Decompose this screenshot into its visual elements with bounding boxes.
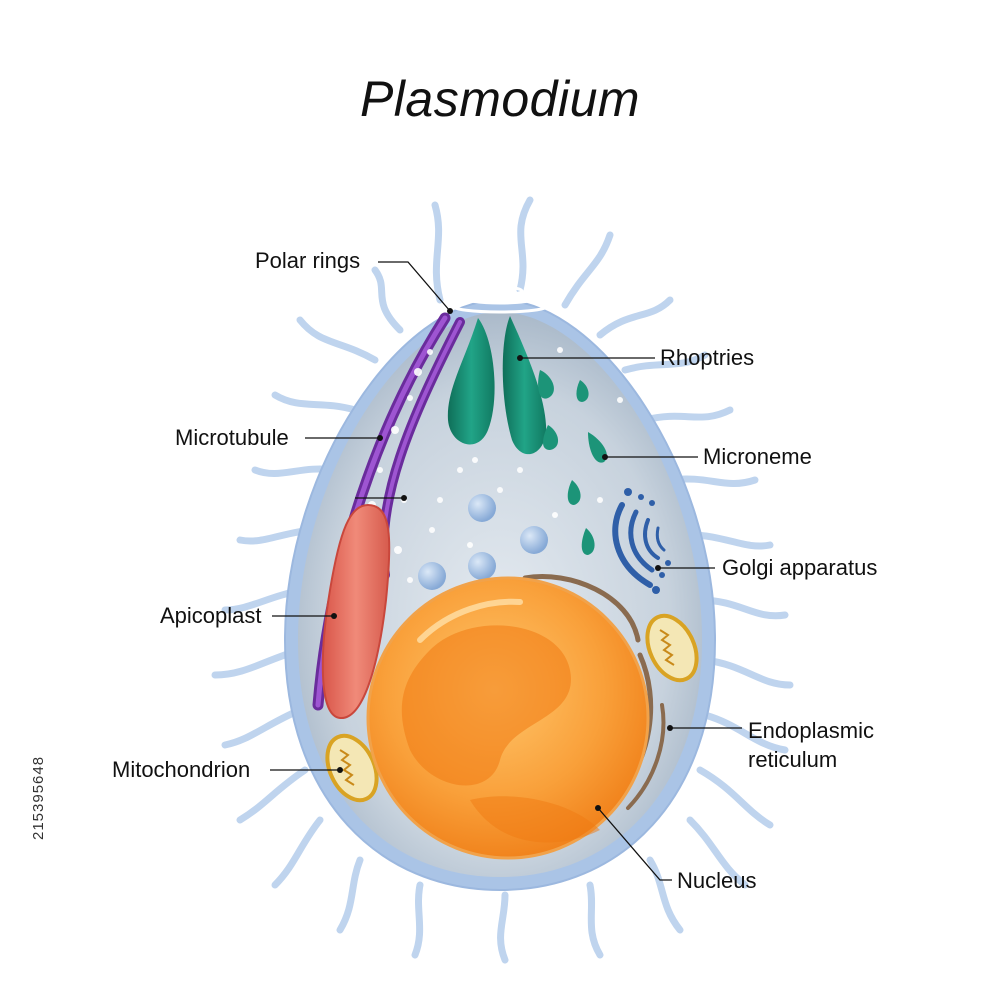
mitochondrion-right (645, 613, 699, 683)
micronemes (538, 370, 607, 555)
label-endoplasmic-reticulum-line1: Endoplasmic (748, 718, 874, 743)
label-endoplasmic-reticulum-line2: reticulum (748, 747, 838, 772)
mitochondrion-left (325, 733, 379, 803)
golgi-vesicles (624, 488, 671, 594)
nucleus (366, 576, 650, 860)
diagram-title: Plasmodium (359, 71, 641, 127)
granules (368, 347, 623, 583)
golgi-apparatus (612, 502, 666, 588)
label-apicoplast: Apicoplast (160, 603, 262, 628)
label-microneme: Microneme (703, 444, 812, 469)
leader-dots (331, 308, 673, 811)
rhoptries (447, 316, 547, 455)
stock-image-id: 215395648 (30, 755, 47, 840)
label-rhoptries: Rhoptries (660, 345, 755, 370)
label-nucleus: Nucleus (677, 868, 757, 893)
label-polar-rings: Polar rings (255, 248, 361, 273)
label-microtubule: Microtubule (175, 425, 289, 450)
label-golgi-apparatus: Golgi apparatus (722, 555, 878, 580)
apicoplast (321, 503, 391, 720)
leader-lines (270, 261, 742, 881)
polar-rings (450, 285, 550, 314)
label-mitochondrion: Mitochondrion (112, 757, 251, 782)
vesicles (418, 494, 548, 590)
